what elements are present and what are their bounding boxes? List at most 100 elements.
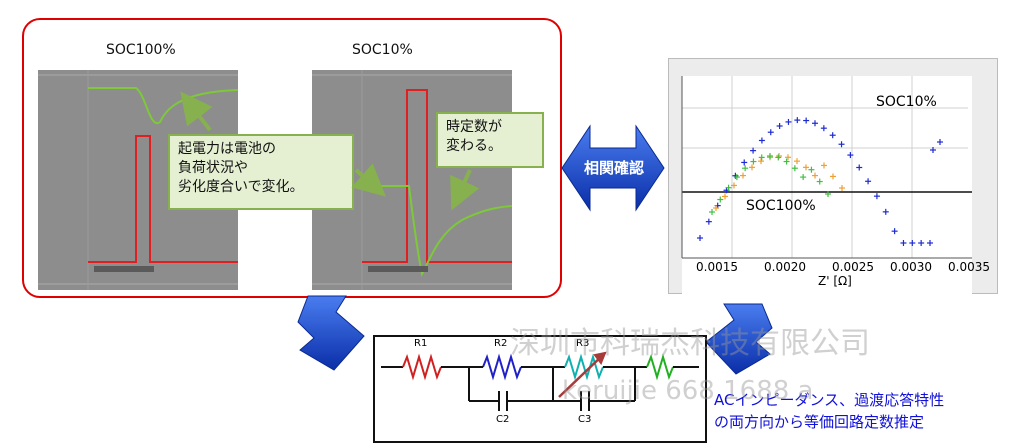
resistor-r2 — [482, 353, 522, 381]
nyquist-point-green — [758, 154, 765, 161]
nyquist-point-orange — [839, 185, 845, 191]
resistor-r3 — [564, 353, 604, 381]
soc10-voltage-trace — [362, 185, 513, 277]
nyquist-point-soc10 — [873, 193, 880, 200]
nyquist-point-soc10 — [741, 159, 748, 166]
time-constant-note: 時定数が 変わる。 — [436, 112, 544, 168]
nyquist-point-soc10 — [829, 132, 836, 139]
down-arrow-right — [705, 303, 773, 375]
nyquist-point-soc10 — [750, 147, 757, 154]
nyquist-point-soc10 — [937, 139, 943, 145]
nyquist-soc100-label: SOC100% — [746, 198, 816, 214]
correlation-label: 相関確認 — [583, 159, 644, 177]
nyquist-point-soc10 — [758, 137, 765, 144]
nyquist-point-green — [709, 209, 715, 215]
nyquist-point-orange — [785, 154, 791, 161]
nyquist-point-soc10 — [794, 117, 801, 124]
nyquist-point-orange — [812, 172, 818, 179]
nyquist-point-green — [733, 174, 740, 181]
soc10-panel-label: SOC10% — [352, 42, 413, 58]
nyquist-point-orange — [713, 205, 719, 211]
variable-arrow — [558, 352, 606, 398]
watermark-id: keruijie 668 1688 a — [562, 376, 814, 406]
nyquist-point-green — [725, 184, 732, 191]
nyquist-point-orange — [740, 172, 746, 179]
nyquist-point-soc10 — [776, 122, 783, 129]
nyquist-x-tick-1: 0.0015 — [696, 260, 738, 274]
equivalent-circuit-box — [373, 335, 707, 443]
nyquist-point-green — [742, 165, 749, 172]
nyquist-point-green — [767, 153, 773, 159]
nyquist-point-soc10 — [927, 240, 933, 246]
emf-note-line3: 劣化度合いで変化。 — [178, 179, 304, 195]
nyquist-x-axis-label: Z' [Ω] — [818, 274, 852, 288]
emf-note-line1: 起電力は電池の — [178, 141, 276, 157]
resistor-r1 — [402, 353, 442, 381]
label-r2: R2 — [494, 338, 508, 349]
nyquist-point-green — [775, 154, 782, 161]
nyquist-point-soc10 — [891, 228, 898, 235]
nyquist-point-soc10 — [803, 117, 810, 124]
equivalent-circuit — [381, 351, 699, 411]
nyquist-point-soc10 — [865, 178, 872, 185]
nyquist-point-orange — [758, 158, 764, 165]
nyquist-point-soc10 — [930, 147, 936, 153]
label-r3: R3 — [576, 338, 590, 349]
conclusion-line1: ACインピーダンス、過渡応答特性 — [714, 391, 945, 409]
nyquist-point-soc10 — [812, 120, 818, 127]
nyquist-point-orange — [830, 173, 836, 180]
nyquist-point-green — [783, 158, 790, 165]
nyquist-point-soc10 — [918, 240, 925, 246]
nyquist-point-green — [717, 196, 724, 203]
nyquist-point-orange — [794, 158, 800, 165]
warburg-element — [646, 353, 674, 381]
emf-arrow-1 — [180, 91, 213, 132]
nyquist-point-orange — [749, 164, 755, 171]
soc100-panel-label: SOC100% — [106, 42, 176, 58]
nyquist-point-soc10 — [820, 125, 827, 132]
nyquist-plot — [681, 76, 972, 294]
nyquist-point-green — [800, 174, 807, 181]
down-arrow-left — [297, 295, 365, 371]
nyquist-point-soc10 — [909, 240, 916, 246]
label-r1: R1 — [414, 338, 428, 349]
nyquist-point-soc10 — [882, 208, 889, 215]
emf-note: 起電力は電池の 負荷状況や 劣化度合いで変化。 — [168, 134, 354, 210]
soc100-current-trace — [88, 135, 238, 263]
tc-note-line1: 時定数が — [446, 119, 502, 135]
nyquist-point-orange — [821, 162, 827, 169]
nyquist-point-soc10 — [785, 118, 792, 125]
tc-arrow — [450, 169, 480, 211]
nyquist-gridlines — [682, 76, 968, 258]
nyquist-soc10-label: SOC10% — [876, 94, 937, 110]
nyquist-point-orange — [803, 164, 809, 171]
nyquist-point-soc10 — [838, 141, 845, 148]
soc100-scope-traces — [38, 70, 239, 290]
tc-note-line2: 変わる。 — [446, 138, 502, 154]
nyquist-point-green — [791, 165, 798, 172]
nyquist-point-soc10 — [767, 129, 774, 136]
label-c3: C3 — [578, 414, 592, 425]
nyquist-point-green — [808, 166, 815, 173]
nyquist-x-tick-4: 0.0030 — [890, 260, 932, 274]
nyquist-x-tick-3: 0.0025 — [832, 260, 874, 274]
emf-arrow-2 — [351, 163, 386, 197]
nyquist-point-soc10 — [697, 235, 703, 241]
correlation-double-arrow — [561, 124, 665, 212]
nyquist-point-soc10 — [856, 164, 863, 171]
nyquist-point-soc10 — [705, 218, 712, 225]
conclusion-line2: の両方向から等価回路定数推定 — [714, 413, 925, 431]
nyquist-point-orange — [722, 193, 728, 200]
nyquist-x-tick-2: 0.0020 — [764, 260, 806, 274]
emf-note-line2: 負荷状況や — [178, 160, 248, 176]
nyquist-point-green — [825, 191, 831, 197]
nyquist-x-tick-5: 0.0035 — [948, 260, 990, 274]
nyquist-point-orange — [731, 182, 737, 189]
label-c2: C2 — [496, 414, 510, 425]
nyquist-point-green — [750, 158, 757, 165]
nyquist-point-soc10 — [847, 152, 854, 159]
nyquist-point-green — [816, 178, 823, 185]
watermark-company: 深圳市科瑞杰科技有限公司 — [510, 326, 870, 361]
nyquist-point-soc10 — [900, 240, 907, 246]
